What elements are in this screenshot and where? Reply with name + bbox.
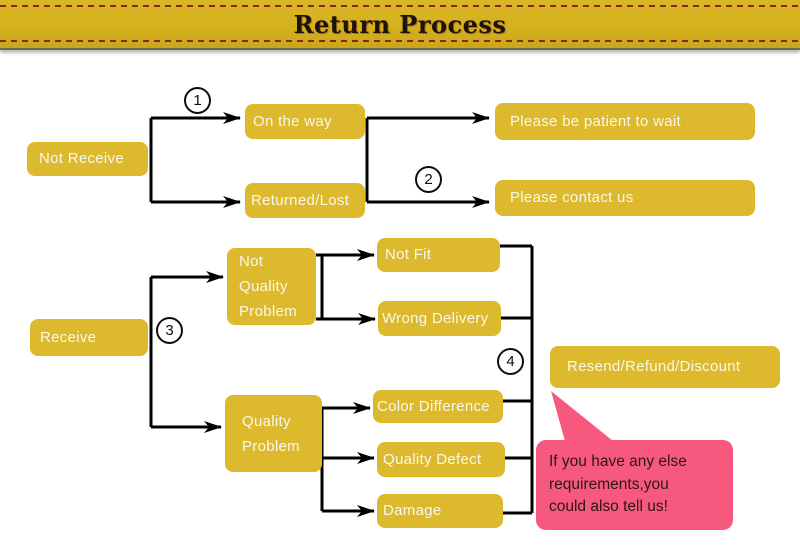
node-receive: Receive bbox=[30, 319, 148, 356]
speech-bubble-line: requirements,you bbox=[549, 475, 669, 493]
node-resend-refund-discount: Resend/Refund/Discount bbox=[550, 346, 780, 388]
node-returned-lost: Returned/Lost bbox=[245, 183, 365, 218]
node-not-fit: Not Fit bbox=[377, 238, 500, 272]
node-not-quality-problem: Not Quality Problem bbox=[227, 248, 316, 325]
node-quality-defect: Quality Defect bbox=[377, 442, 505, 477]
page-title: Return Process bbox=[293, 10, 507, 39]
speech-bubble-tail bbox=[551, 391, 613, 441]
node-wrong-delivery: Wrong Delivery bbox=[378, 301, 501, 336]
banner-dashed-line-bottom bbox=[0, 40, 800, 42]
step-circle-4: 4 bbox=[497, 348, 524, 375]
node-please-contact: Please contact us bbox=[495, 180, 755, 216]
node-not-receive: Not Receive bbox=[27, 142, 148, 176]
node-on-the-way: On the way bbox=[245, 104, 365, 139]
speech-bubble-line: If you have any else bbox=[549, 453, 687, 470]
step-circle-1: 1 bbox=[184, 87, 211, 114]
header-banner: Return Process bbox=[0, 0, 800, 50]
speech-bubble: If you have any else requirements,you co… bbox=[536, 440, 733, 530]
speech-bubble-line: could also tell us! bbox=[549, 498, 668, 515]
node-color-difference: Color Difference bbox=[373, 390, 503, 423]
node-damage: Damage bbox=[377, 494, 503, 528]
node-please-wait: Please be patient to wait bbox=[495, 103, 755, 140]
step-circle-3: 3 bbox=[156, 317, 183, 344]
banner-dashed-line-top bbox=[0, 5, 800, 7]
node-quality-problem: Quality Problem bbox=[225, 395, 322, 472]
step-circle-2: 2 bbox=[415, 166, 442, 193]
